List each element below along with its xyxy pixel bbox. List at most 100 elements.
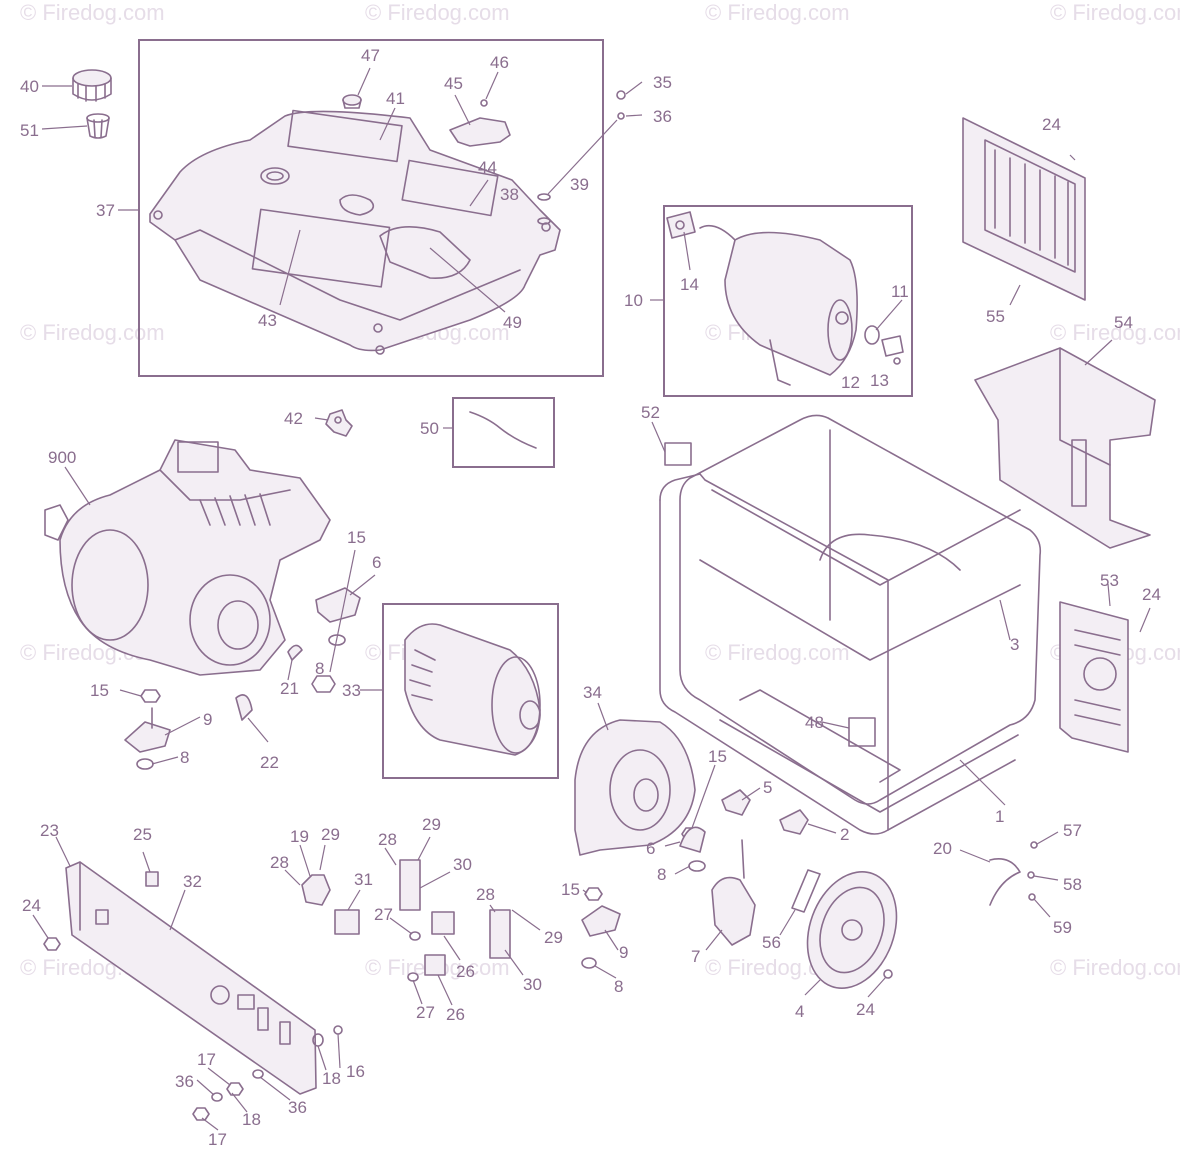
callout-8: 8 bbox=[657, 865, 666, 884]
callout-47: 47 bbox=[361, 46, 380, 65]
receptacle-icon bbox=[424, 954, 446, 976]
callout-6: 6 bbox=[372, 553, 381, 572]
tank-bracket-icon bbox=[449, 117, 511, 147]
callout-40: 40 bbox=[20, 77, 39, 96]
engine-icon bbox=[44, 439, 331, 676]
callout-35: 35 bbox=[653, 73, 672, 92]
muffler-group-box bbox=[663, 205, 913, 397]
frame-icon bbox=[659, 414, 1042, 835]
switch-icon bbox=[145, 871, 159, 887]
callout-9: 9 bbox=[619, 943, 628, 962]
callout-900: 900 bbox=[48, 448, 76, 467]
washer-icon bbox=[581, 957, 597, 969]
callout-52: 52 bbox=[641, 403, 660, 422]
leader-lines bbox=[32, 67, 1151, 1131]
callout-8: 8 bbox=[614, 977, 623, 996]
ac-outlet-icon bbox=[334, 909, 360, 935]
bracket-icon bbox=[287, 644, 303, 661]
callout-26: 26 bbox=[456, 962, 475, 981]
callout-56: 56 bbox=[762, 933, 781, 952]
callout-28: 28 bbox=[378, 830, 397, 849]
diode-icon bbox=[779, 809, 809, 835]
end-bell-icon bbox=[574, 719, 696, 856]
washer-icon bbox=[688, 860, 706, 872]
callout-9: 9 bbox=[203, 710, 212, 729]
callout-39: 39 bbox=[570, 175, 589, 194]
callout-19: 19 bbox=[290, 827, 309, 846]
callout-15: 15 bbox=[561, 880, 580, 899]
washer-icon bbox=[136, 758, 154, 770]
callout-29: 29 bbox=[422, 815, 441, 834]
callout-labels: 40 51 37 47 41 45 46 35 36 44 38 39 43 4… bbox=[20, 46, 1161, 1149]
label-plate-icon bbox=[664, 442, 692, 466]
bracket-icon bbox=[235, 694, 253, 721]
callout-8: 8 bbox=[315, 659, 324, 678]
receptacle-icon bbox=[489, 909, 511, 959]
callout-5: 5 bbox=[763, 778, 772, 797]
callout-58: 58 bbox=[1063, 875, 1082, 894]
callout-34: 34 bbox=[583, 683, 602, 702]
watermark: © Firedog.com bbox=[1050, 320, 1180, 345]
ground-wire-icon bbox=[989, 858, 1021, 906]
callout-17: 17 bbox=[208, 1130, 227, 1149]
brush-holder-icon bbox=[721, 789, 751, 816]
receptacle-icon bbox=[399, 859, 421, 911]
callout-3: 3 bbox=[1010, 635, 1019, 654]
callout-43: 43 bbox=[258, 311, 277, 330]
callout-57: 57 bbox=[1063, 821, 1082, 840]
callout-24: 24 bbox=[22, 896, 41, 915]
callout-12: 12 bbox=[841, 373, 860, 392]
callout-14: 14 bbox=[680, 275, 699, 294]
watermark: © Firedog.com bbox=[365, 0, 510, 25]
callout-13: 13 bbox=[870, 371, 889, 390]
callout-42: 42 bbox=[284, 409, 303, 428]
callout-8: 8 bbox=[180, 748, 189, 767]
washer-icon bbox=[252, 1069, 264, 1079]
mount-bracket-icon bbox=[581, 905, 621, 937]
stator-cover-icon bbox=[711, 839, 756, 946]
nut-icon bbox=[226, 1082, 244, 1096]
callout-41: 41 bbox=[386, 89, 405, 108]
nut-icon bbox=[584, 887, 603, 901]
callout-46: 46 bbox=[490, 53, 509, 72]
callout-33: 33 bbox=[342, 681, 361, 700]
callout-23: 23 bbox=[40, 821, 59, 840]
washer-icon bbox=[617, 112, 625, 120]
callout-4: 4 bbox=[795, 1002, 804, 1021]
bolt-icon bbox=[333, 1025, 343, 1035]
callout-6: 6 bbox=[646, 839, 655, 858]
bolt-icon bbox=[480, 99, 488, 107]
callout-27: 27 bbox=[416, 1003, 435, 1022]
fuel-tank-group-box bbox=[138, 39, 604, 377]
callout-30: 30 bbox=[523, 975, 542, 994]
watermark: © Firedog.com bbox=[705, 0, 850, 25]
callout-59: 59 bbox=[1053, 918, 1072, 937]
label-plate-icon bbox=[848, 717, 876, 747]
callout-11: 11 bbox=[891, 282, 909, 301]
washer-icon bbox=[537, 193, 551, 201]
callout-10: 10 bbox=[624, 291, 643, 310]
callout-24: 24 bbox=[856, 1000, 875, 1019]
fuel-line-icon bbox=[469, 411, 537, 449]
bolt-icon bbox=[883, 969, 893, 979]
watermark: © Firedog.com bbox=[20, 0, 165, 25]
capacitor-icon bbox=[791, 869, 821, 913]
callout-22: 22 bbox=[260, 753, 279, 772]
callout-27: 27 bbox=[374, 905, 393, 924]
grommet-icon bbox=[537, 217, 551, 225]
isolator-icon bbox=[679, 826, 706, 853]
callout-24: 24 bbox=[1142, 585, 1161, 604]
isolator-icon bbox=[315, 587, 361, 623]
callout-30: 30 bbox=[453, 855, 472, 874]
callout-28: 28 bbox=[476, 885, 495, 904]
nut-icon bbox=[192, 1107, 210, 1121]
nut-icon bbox=[43, 937, 61, 951]
callout-55: 55 bbox=[986, 307, 1005, 326]
watermark: © Firedog.com bbox=[1050, 0, 1180, 25]
fuel-strainer-icon bbox=[86, 113, 110, 139]
rear-cover-panel-icon bbox=[974, 347, 1156, 549]
callout-15: 15 bbox=[90, 681, 109, 700]
callout-2: 2 bbox=[840, 825, 849, 844]
rotor-icon bbox=[404, 623, 541, 756]
